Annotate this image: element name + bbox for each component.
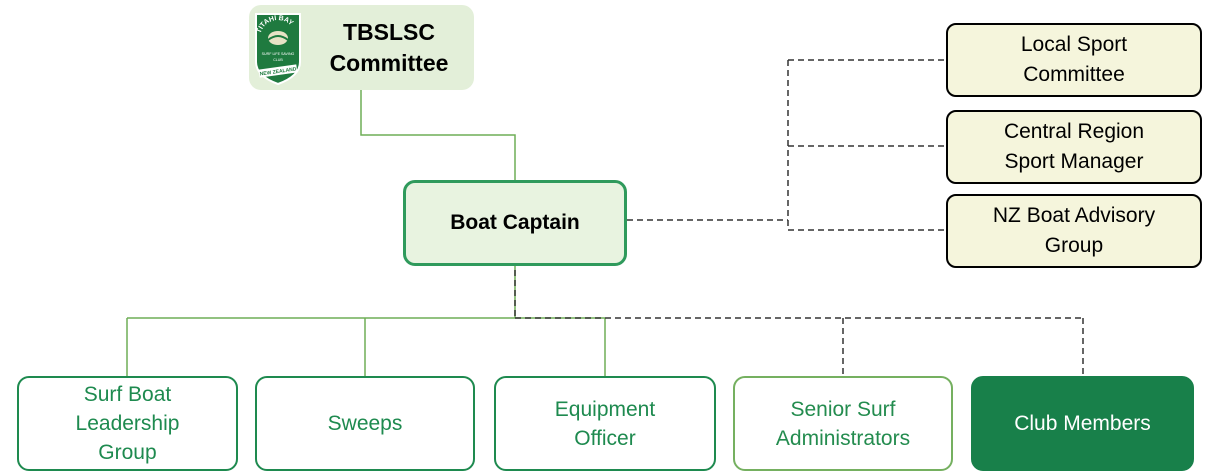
committee-captain-link bbox=[360, 90, 516, 180]
club-members-node: Club Members bbox=[971, 376, 1194, 471]
local-sport-committee-node: Local Sport Committee bbox=[946, 23, 1202, 97]
boat-captain-node: Boat Captain bbox=[403, 180, 627, 266]
club-logo-icon: TITAHI BAY SURF LIFE SAVING CLUB NEW ZEA… bbox=[255, 12, 301, 85]
equipment-officer-node: Equipment Officer bbox=[494, 376, 716, 471]
sweeps-node: Sweeps bbox=[255, 376, 475, 471]
logo-ribbon-text: SURF LIFE SAVING bbox=[262, 52, 295, 56]
central-region-sport-manager-node: Central Region Sport Manager bbox=[946, 110, 1202, 184]
senior-surf-administrators-node: Senior Surf Administrators bbox=[733, 376, 953, 471]
logo-club-text: CLUB bbox=[273, 58, 283, 62]
logo-banner-text: NEW ZEALAND bbox=[259, 66, 297, 77]
committee-node: TITAHI BAY SURF LIFE SAVING CLUB NEW ZEA… bbox=[249, 5, 474, 90]
nz-boat-advisory-group-node: NZ Boat Advisory Group bbox=[946, 194, 1202, 268]
committee-label: TBSLSC Committee bbox=[329, 18, 449, 76]
dashed-connectors bbox=[514, 59, 1084, 376]
surf-boat-leadership-group-node: Surf Boat Leadership Group bbox=[17, 376, 238, 471]
